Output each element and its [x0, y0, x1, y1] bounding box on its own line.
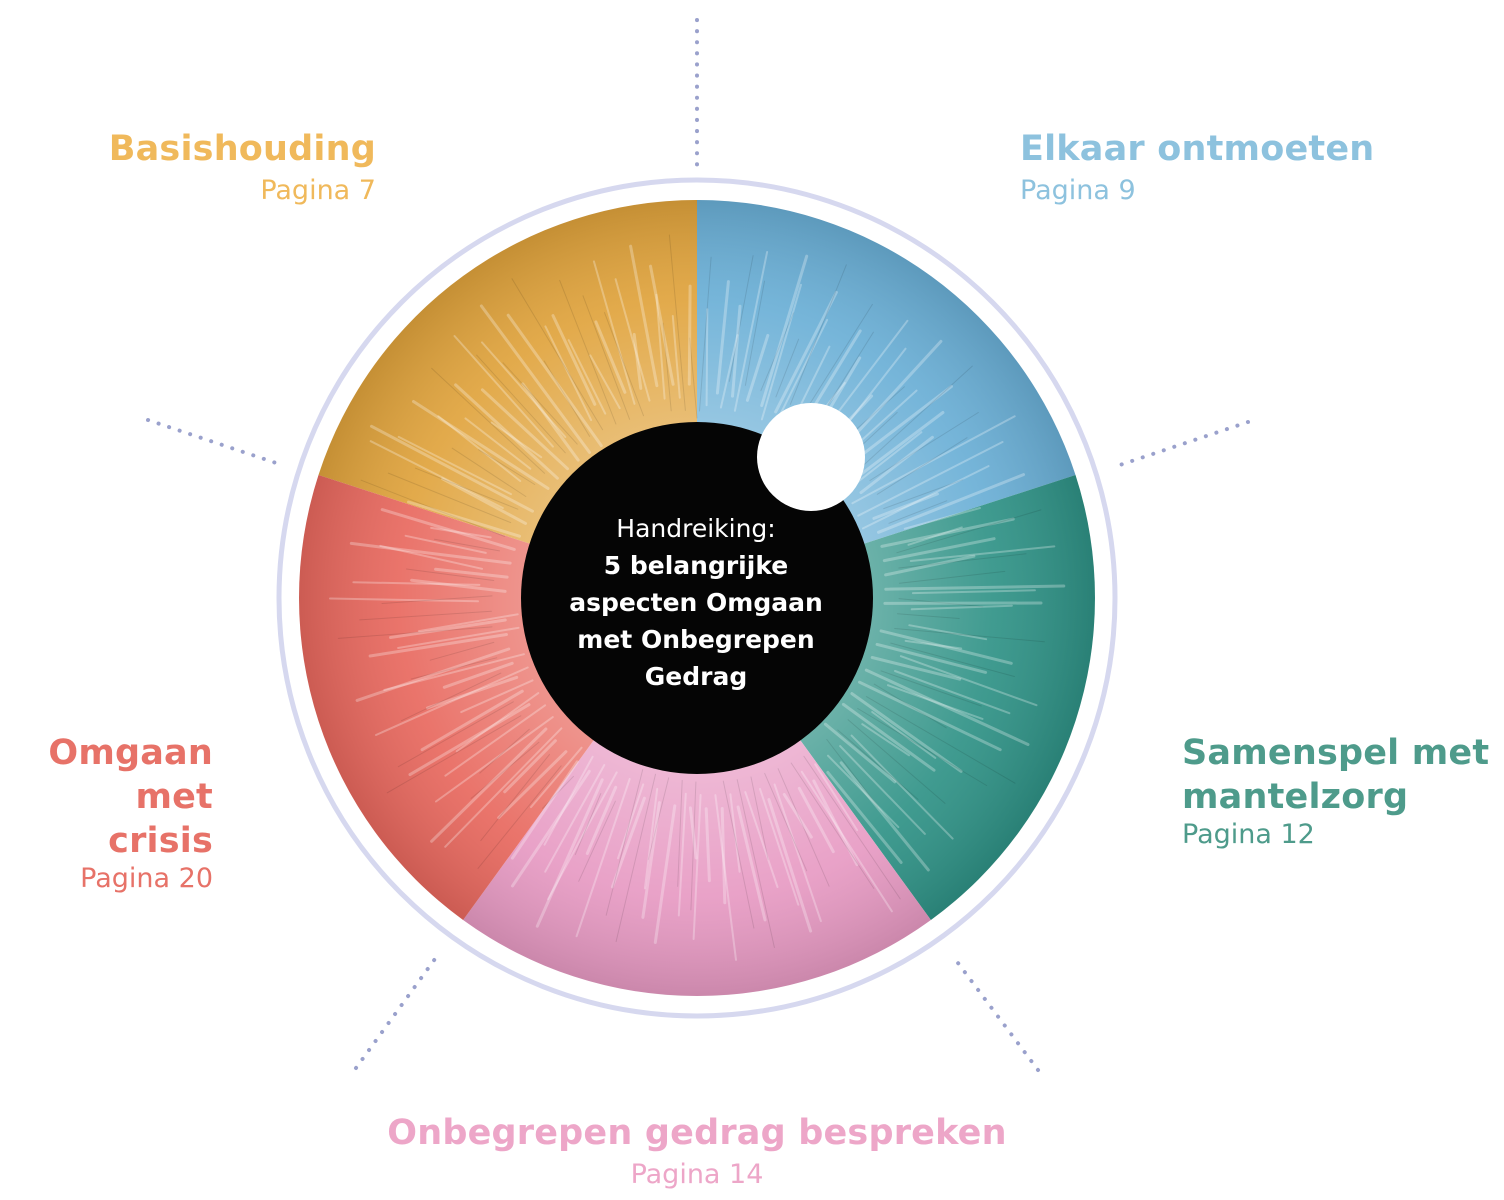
label-page: Pagina 7: [260, 175, 376, 206]
label-title: Omgaan met crisis: [48, 733, 213, 861]
center-title: Handreiking:: [616, 514, 776, 543]
connector-left: [146, 418, 284, 467]
connector-bottom-right: [950, 953, 1040, 1072]
connector-right: [1112, 420, 1250, 469]
outer-ring: [276, 177, 1118, 1019]
label-basishouding[interactable]: Basishouding Pagina 7: [60, 129, 376, 206]
label-title: Basishouding: [108, 129, 376, 169]
center-subtitle: 5 belangrijke aspecten Omgaan met Onbegr…: [569, 551, 823, 691]
label-crisis[interactable]: Omgaan met crisis Pagina 20: [20, 731, 213, 892]
label-samenspel[interactable]: Samenspel met mantelzorg Pagina 12: [1182, 731, 1494, 848]
label-page: Pagina 14: [630, 1159, 764, 1190]
label-elkaar-ontmoeten[interactable]: Elkaar ontmoeten Pagina 9: [1020, 129, 1440, 206]
center-label: Handreiking: 5 belangrijke aspecten Omga…: [540, 510, 852, 695]
label-title: Samenspel met mantelzorg: [1182, 733, 1490, 817]
label-title: Elkaar ontmoeten: [1020, 129, 1375, 169]
center-disc: [521, 422, 873, 774]
label-page: Pagina 20: [80, 863, 213, 894]
white-dot-decoration: [757, 403, 865, 511]
label-title: Onbegrepen gedrag bespreken: [387, 1113, 1007, 1153]
connector-bottom-left: [354, 950, 442, 1070]
label-page: Pagina 12: [1182, 819, 1315, 850]
label-onbegrepen-gedrag[interactable]: Onbegrepen gedrag bespreken Pagina 14: [362, 1113, 1032, 1190]
label-page: Pagina 9: [1020, 175, 1136, 206]
connector-lines: [146, 18, 1250, 1072]
